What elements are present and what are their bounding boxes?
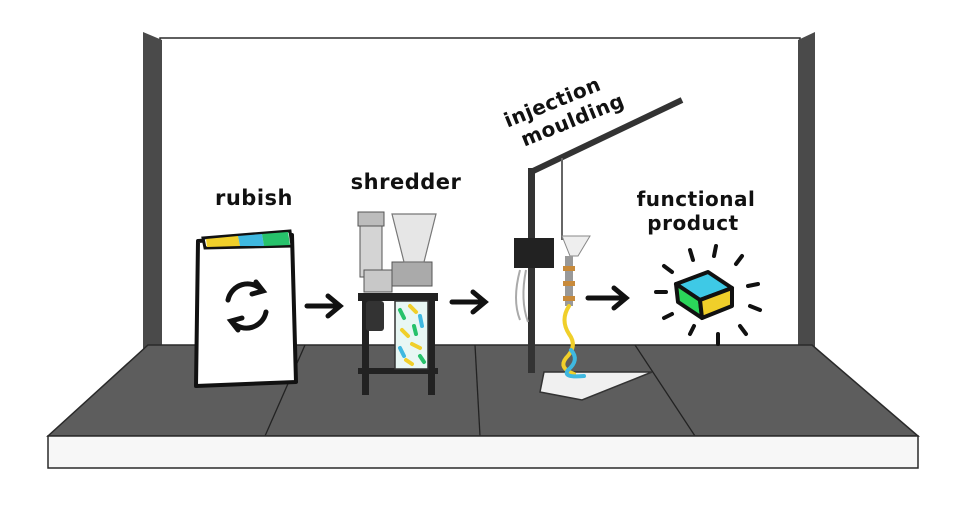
right-wall-edge xyxy=(798,32,815,362)
label-shredder: shredder xyxy=(351,170,462,194)
arrow-right-icon xyxy=(304,293,344,319)
sparkle-icon xyxy=(654,244,762,346)
left-wall-edge xyxy=(143,32,162,360)
rubbish-bin xyxy=(194,229,298,388)
stage-floor xyxy=(46,344,921,469)
arrow-right-icon xyxy=(585,285,630,311)
back-wall xyxy=(143,32,815,362)
recycle-icon xyxy=(225,279,269,333)
label-rubish: rubish xyxy=(215,186,293,210)
shredded-plastic-flakes xyxy=(398,304,426,366)
floor-front-edge xyxy=(47,435,919,469)
arrow-right-icon xyxy=(449,289,489,315)
label-product: product xyxy=(647,211,738,235)
injection-moulding-machine xyxy=(514,97,684,401)
shredder-machine xyxy=(357,211,438,395)
functional-product xyxy=(654,244,762,346)
label-functional: functional xyxy=(637,187,756,211)
